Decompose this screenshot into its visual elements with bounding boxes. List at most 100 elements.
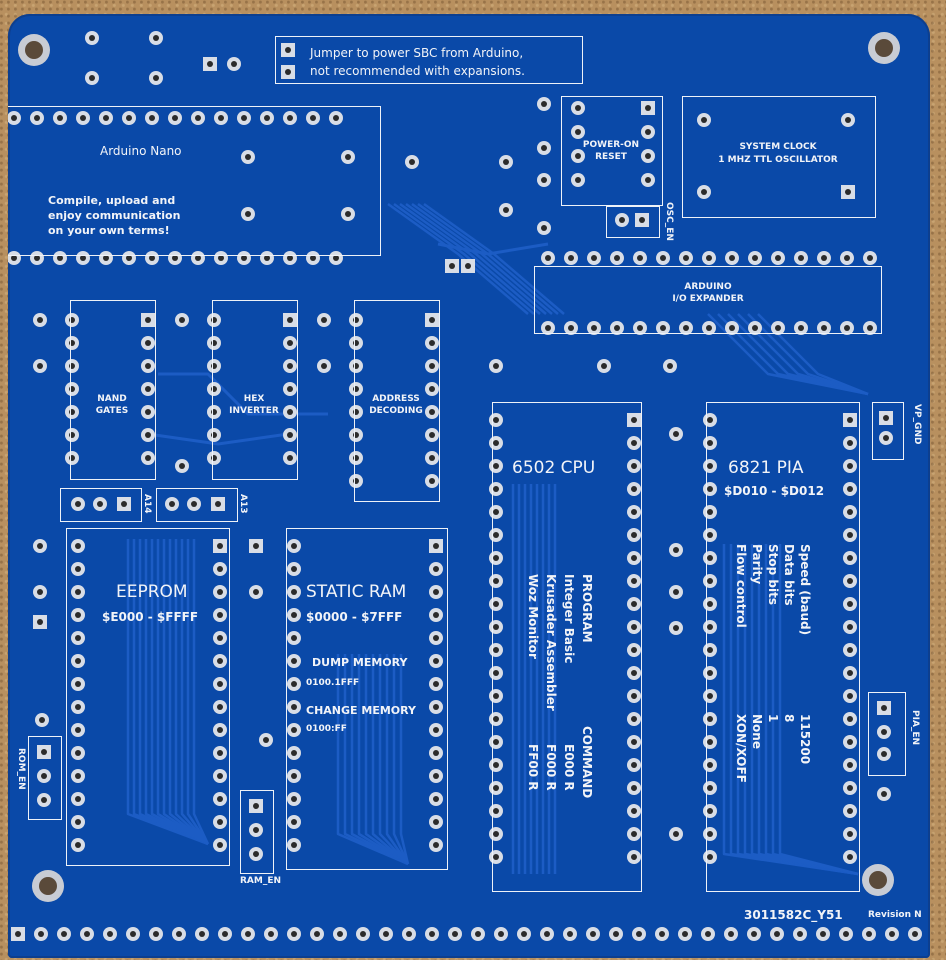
- drill-hole: [847, 417, 853, 423]
- drill-hole: [493, 647, 499, 653]
- drill-hole: [126, 255, 132, 261]
- ram-en-label: RAM_EN: [240, 876, 282, 886]
- drill-hole: [683, 325, 689, 331]
- drill-hole: [707, 532, 713, 538]
- drill-hole: [218, 255, 224, 261]
- drill-hole: [493, 693, 499, 699]
- serial-data-bits-label: Data bits: [782, 544, 796, 606]
- drill-hole: [601, 363, 607, 369]
- drill-hole: [333, 115, 339, 121]
- drill-hole: [820, 931, 826, 937]
- jumper-note-line2: not recommended with expansions.: [310, 64, 525, 78]
- drill-hole: [541, 177, 547, 183]
- drill-hole: [80, 115, 86, 121]
- drill-hole: [263, 737, 269, 743]
- drill-hole: [631, 624, 637, 630]
- drill-hole: [631, 739, 637, 745]
- drill-hole: [429, 455, 435, 461]
- drill-hole: [37, 363, 43, 369]
- drill-hole: [433, 658, 439, 664]
- drill-hole: [631, 854, 637, 860]
- drill-hole: [217, 773, 223, 779]
- compile-line2: enjoy communication: [48, 209, 181, 222]
- drill-hole: [707, 808, 713, 814]
- drill-hole: [433, 819, 439, 825]
- drill-hole: [614, 325, 620, 331]
- drill-hole: [287, 115, 293, 121]
- drill-hole: [41, 749, 47, 755]
- drill-hole: [847, 693, 853, 699]
- change-range-label: 0100:FF: [306, 724, 347, 734]
- drill-hole: [631, 440, 637, 446]
- drill-hole: [433, 796, 439, 802]
- drill-hole: [217, 681, 223, 687]
- drill-hole: [268, 931, 274, 937]
- drill-hole: [631, 417, 637, 423]
- dump-memory-label: DUMP MEMORY: [312, 656, 408, 669]
- drill-hole: [191, 501, 197, 507]
- program-woz: Woz Monitor: [526, 574, 540, 659]
- drill-hole: [701, 189, 707, 195]
- drill-hole: [321, 317, 327, 323]
- drill-hole: [429, 478, 435, 484]
- drill-hole: [775, 255, 781, 261]
- drill-hole: [149, 255, 155, 261]
- drill-hole: [245, 211, 251, 217]
- drill-hole: [345, 154, 351, 160]
- drill-hole: [176, 931, 182, 937]
- a13-label: A13: [238, 494, 248, 514]
- nand-gates-outline: [70, 300, 156, 480]
- serial-data-bits-value: 8: [782, 714, 796, 723]
- drill-hole: [217, 635, 223, 641]
- system-clock-label: SYSTEM CLOCK: [739, 142, 817, 152]
- drill-hole: [121, 501, 127, 507]
- power-on-reset-outline: [561, 96, 663, 206]
- a14-label: A14: [142, 494, 152, 514]
- a14-a15-jumper-outline: [60, 488, 142, 522]
- drill-hole: [38, 931, 44, 937]
- drill-hole: [103, 115, 109, 121]
- sram-outline: [286, 528, 448, 870]
- drill-hole: [253, 589, 259, 595]
- drill-hole: [707, 762, 713, 768]
- copper-trace: [186, 539, 210, 845]
- drill-hole: [429, 317, 435, 323]
- arduino-nano-outline: [8, 106, 381, 256]
- drill-hole: [493, 532, 499, 538]
- copper-trace: [405, 202, 547, 315]
- drill-hole: [360, 931, 366, 937]
- drill-hole: [729, 325, 735, 331]
- drill-hole: [866, 931, 872, 937]
- command-woz: FF00 R: [526, 744, 540, 791]
- drill-hole: [57, 115, 63, 121]
- drill-hole: [97, 501, 103, 507]
- drill-hole: [75, 612, 81, 618]
- drill-hole: [821, 255, 827, 261]
- drill-hole: [493, 716, 499, 722]
- drill-hole: [34, 255, 40, 261]
- drill-hole: [291, 727, 297, 733]
- address-decoding-outline: [354, 300, 440, 502]
- drill-hole: [253, 851, 259, 857]
- drill-hole: [503, 159, 509, 165]
- drill-hole: [433, 543, 439, 549]
- part-number: 3011582C_Y51: [744, 908, 843, 922]
- drill-hole: [433, 612, 439, 618]
- drill-hole: [775, 325, 781, 331]
- drill-hole: [705, 931, 711, 937]
- drill-hole: [145, 363, 151, 369]
- drill-hole: [673, 625, 679, 631]
- drill-hole: [631, 532, 637, 538]
- drill-hole: [383, 931, 389, 937]
- drill-hole: [285, 47, 291, 53]
- drill-hole: [631, 578, 637, 584]
- drill-hole: [291, 931, 297, 937]
- copper-trace: [174, 539, 209, 845]
- pia-en-label: PIA_EN: [910, 710, 920, 746]
- copper-trace: [387, 202, 529, 315]
- drill-hole: [847, 601, 853, 607]
- drill-hole: [145, 455, 151, 461]
- serial-stop-bits-value: 1: [766, 714, 780, 723]
- drill-hole: [637, 325, 643, 331]
- drill-hole: [847, 716, 853, 722]
